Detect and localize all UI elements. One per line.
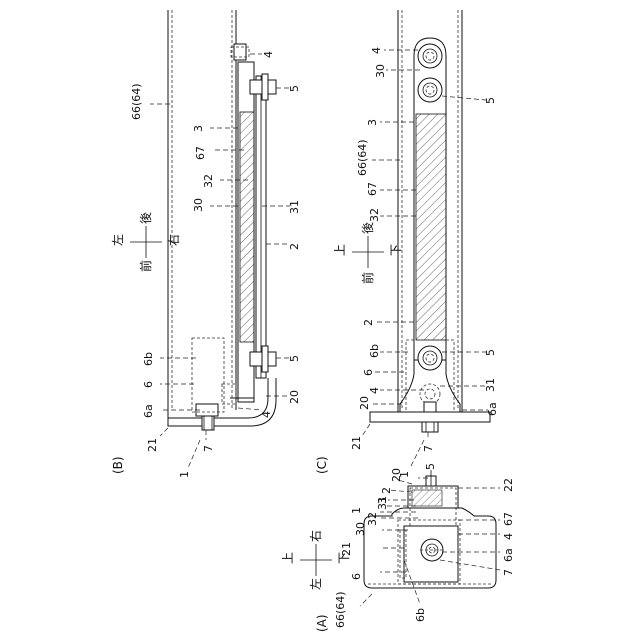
label-b-32: 32 [202,174,215,188]
label-a-6a: 6a [502,548,515,562]
label-b-20: 20 [288,390,301,404]
label-c-4: 4 [370,47,383,54]
label-c-30: 30 [374,64,387,78]
label-b-1: 1 [178,471,191,478]
label-c-6a: 6a [486,402,499,416]
label-a-6b: 6b [414,608,427,622]
caption-a: (A) [315,614,329,632]
label-b-4: 4 [262,51,275,58]
label-a-4: 4 [502,533,515,540]
dir-c-right: 後 [361,222,375,234]
label-b-66-64: 66(64) [130,83,143,120]
dir-c-bottom: 下 [389,244,403,256]
label-a-30: 30 [354,522,367,536]
label-a-2: 2 [380,487,393,494]
label-a-66-64: 66(64) [334,591,347,628]
label-a-31: 31 [376,496,389,510]
label-a-22: 22 [502,478,515,492]
figure-b: 左 後 前 右 4 5 66(64) 3 67 32 30 31 2 6b 5 … [110,10,301,478]
label-a-32: 32 [366,512,379,526]
caption-c: (C) [315,456,329,474]
caption-b: (B) [111,456,125,474]
label-b-2: 2 [288,243,301,250]
label-c-6b: 6b [368,344,381,358]
label-a-21: 21 [340,542,353,556]
dir-b-left: 前 [138,260,153,272]
label-b-21: 21 [146,438,159,452]
label-b-6: 6 [142,381,155,388]
label-b-4b: 4 [260,411,273,418]
label-c-32: 32 [368,208,381,222]
dir-a-top: 上 [281,552,295,564]
dir-a-left: 左 [308,578,323,590]
label-c-20: 20 [358,396,371,410]
label-b-6b: 6b [142,352,155,366]
dir-b-top: 左 [110,234,125,246]
label-c-2: 2 [362,319,375,326]
label-c-67: 67 [366,182,379,196]
label-b-67: 67 [194,146,207,160]
label-c-6: 6 [362,369,375,376]
label-a-6: 6 [350,573,363,580]
label-c-5a: 5 [484,97,497,104]
label-b-31: 31 [288,200,301,214]
label-a-1: 1 [350,507,363,514]
label-c-31: 31 [484,378,497,392]
label-c-4b: 4 [368,387,381,394]
label-b-6a: 6a [142,404,155,418]
label-c-66-64: 66(64) [356,139,369,176]
dir-c-top: 上 [333,244,347,256]
label-a-20: 20 [390,468,403,482]
figure-a: 上 右 左 下 5 20 22 2 3 31 1 32 67 30 4 21 6… [281,463,515,632]
label-a-67: 67 [502,512,515,526]
label-c-21: 21 [350,436,363,450]
label-c-7: 7 [422,445,435,452]
label-c-3: 3 [366,119,379,126]
label-a-5: 5 [424,463,437,470]
dir-b-bottom: 右 [166,234,181,246]
label-b-30: 30 [192,198,205,212]
label-b-3: 3 [192,125,205,132]
label-b-7: 7 [202,445,215,452]
figure-c: 上 後 前 下 4 30 5 3 66(64) 67 32 2 6b 5 6 4 [315,10,499,478]
dir-b-right: 後 [139,212,153,224]
label-c-5b: 5 [484,349,497,356]
label-b-5a: 5 [288,85,301,92]
label-b-5b: 5 [288,355,301,362]
dir-c-left: 前 [360,272,375,284]
dir-a-right: 右 [308,530,323,542]
label-a-7: 7 [502,569,515,576]
